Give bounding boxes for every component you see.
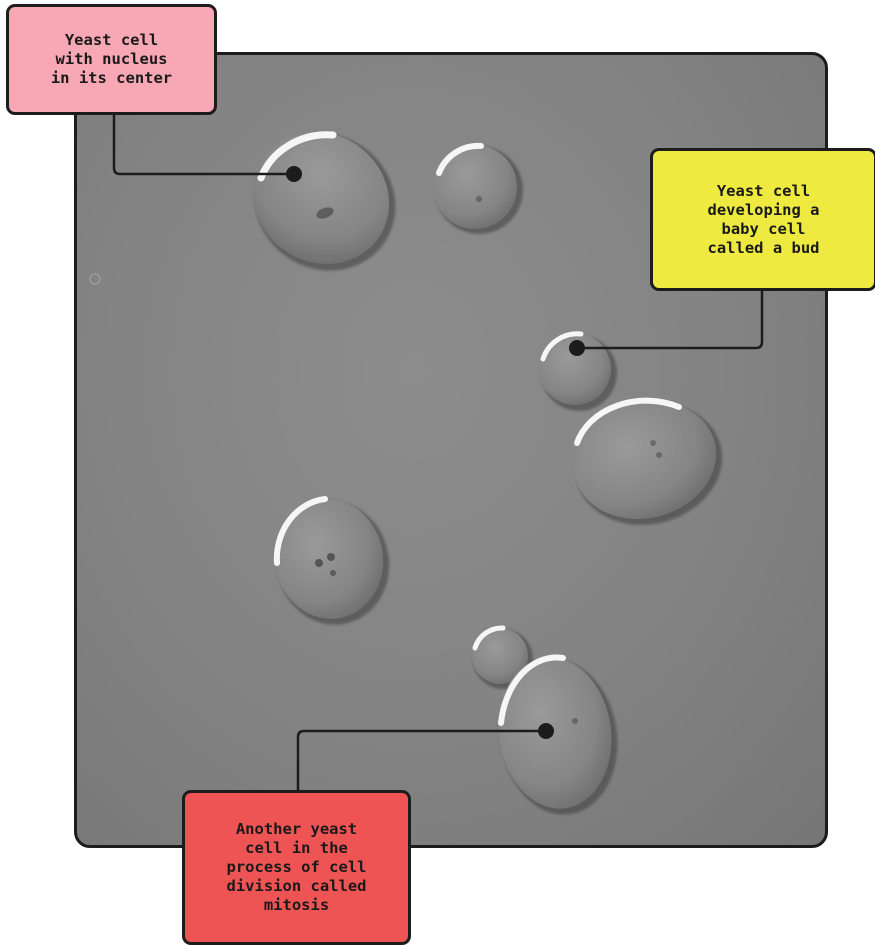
yeast-cell-nucleus xyxy=(252,131,396,271)
yeast-cell-middle xyxy=(273,496,390,625)
yeast-cell-mitosis xyxy=(472,625,618,815)
callout-nucleus-text: Yeast cell with nucleus in its center xyxy=(50,31,173,87)
debris-speck xyxy=(89,273,101,285)
callout-nucleus: Yeast cell with nucleus in its center xyxy=(6,4,217,115)
yeast-cell-small xyxy=(433,142,523,234)
callout-bud: Yeast cell developing a baby cell called… xyxy=(650,148,875,291)
callout-bud-text: Yeast cell developing a baby cell called… xyxy=(707,181,820,257)
callout-mitosis-text: Another yeast cell in the process of cel… xyxy=(226,820,367,914)
yeast-cell-budding xyxy=(539,331,723,526)
callout-mitosis: Another yeast cell in the process of cel… xyxy=(182,790,411,945)
